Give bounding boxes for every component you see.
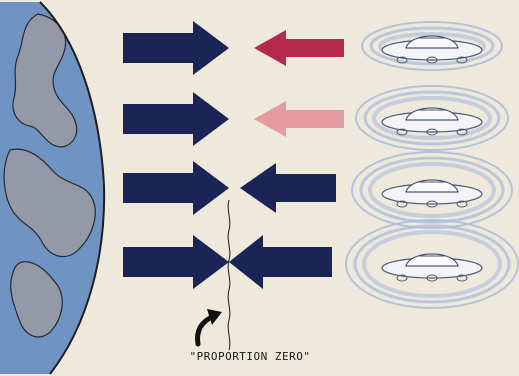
- proportion-zero-caption: "PROPORTION ZERO": [150, 350, 350, 363]
